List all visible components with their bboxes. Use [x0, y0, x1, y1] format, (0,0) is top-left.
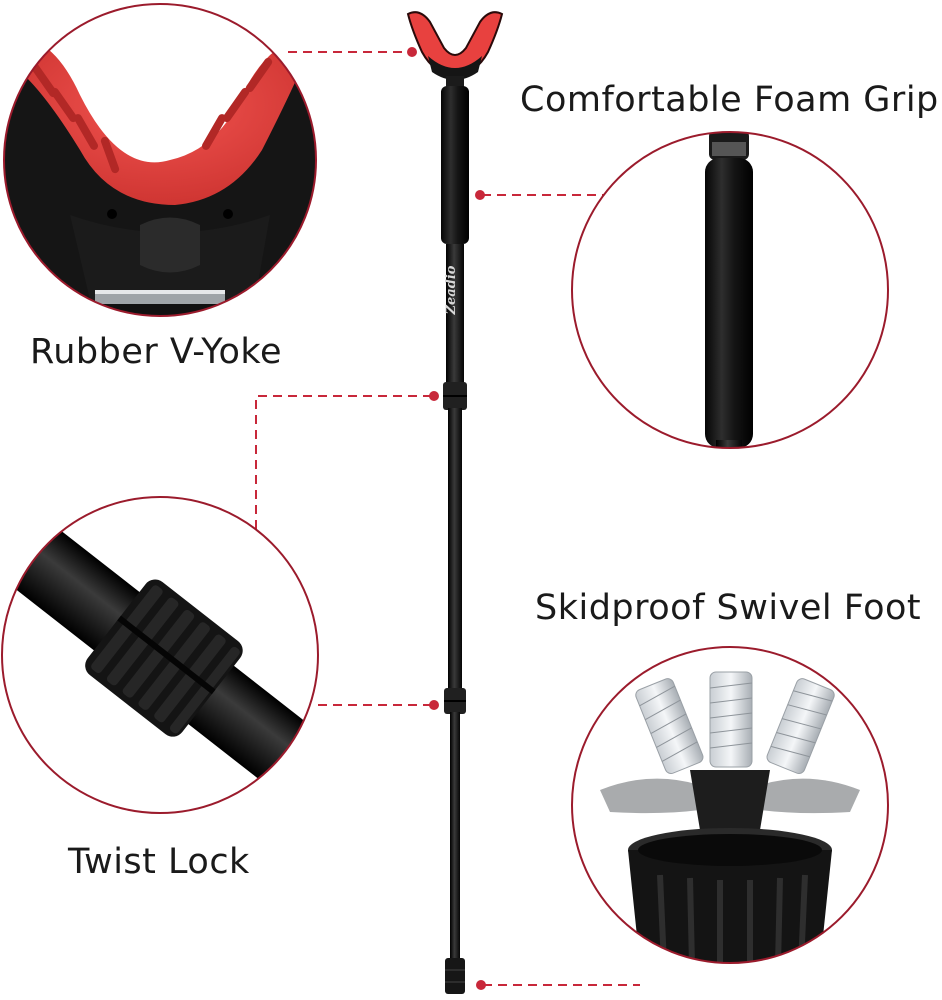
- yoke-detail-circle: [3, 3, 317, 317]
- connector-dot-twist-lower: [429, 700, 439, 710]
- label-comfortable-foam-grip: Comfortable Foam Grip: [520, 80, 939, 120]
- pole-section-2: [448, 408, 462, 690]
- connector-dot-yoke: [407, 47, 417, 57]
- yoke-circle-border: [3, 3, 317, 317]
- foot-circle-border: [571, 646, 889, 964]
- grip-foam-closeup: [705, 158, 753, 448]
- foot-detail-circle: [571, 646, 889, 964]
- pole-foot: [445, 958, 465, 994]
- connector-dot-twist-upper: [429, 391, 439, 401]
- foam-grip: [441, 86, 469, 244]
- label-skidproof-swivel-foot: Skidproof Swivel Foot: [535, 588, 922, 628]
- v-yoke-base: [428, 56, 482, 80]
- twist-detail-circle: [1, 496, 319, 814]
- pole-section-3: [450, 712, 460, 960]
- connector-dot-grip: [475, 190, 485, 200]
- monopod: Zeadio: [406, 11, 504, 994]
- v-yoke-head: [406, 11, 504, 78]
- grip-detail-circle: [571, 131, 889, 449]
- label-rubber-v-yoke: Rubber V-Yoke: [30, 332, 282, 372]
- pole-section-1: [446, 244, 464, 384]
- connector-twist-upper: [255, 395, 432, 540]
- twist-circle-border: [1, 496, 319, 814]
- label-twist-lock: Twist Lock: [68, 842, 250, 882]
- yoke-neck: [446, 76, 464, 88]
- connector-lines: [255, 51, 640, 986]
- connector-dots: [407, 47, 486, 990]
- brand-logo: Zeadio: [444, 265, 459, 315]
- connector-dot-foot: [476, 980, 486, 990]
- grip-circle-border: [571, 131, 889, 449]
